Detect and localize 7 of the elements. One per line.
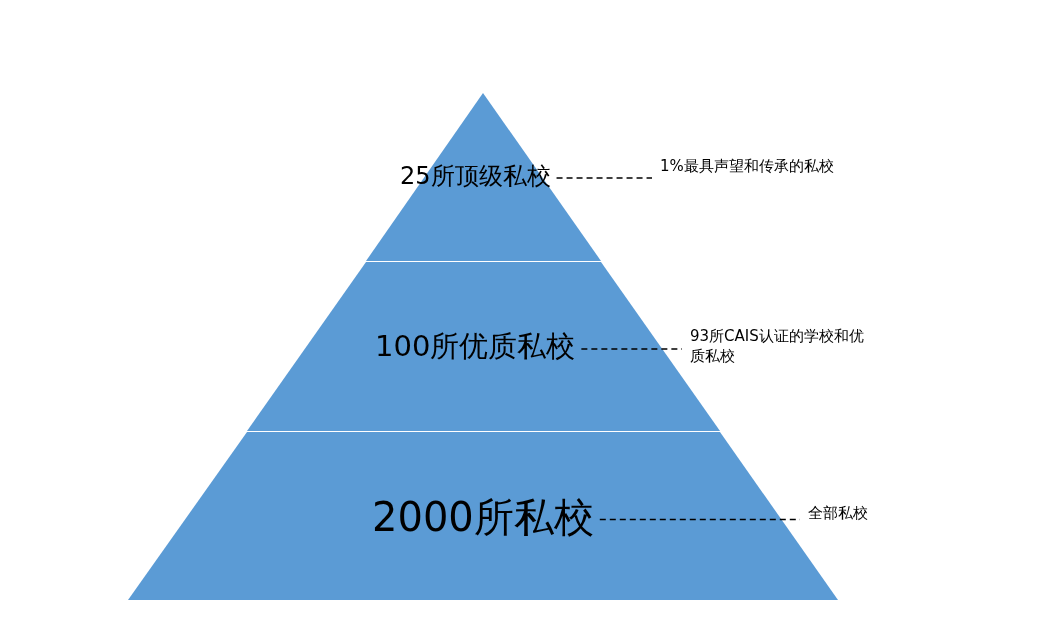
leader-line xyxy=(555,177,653,179)
tier-label: 2000所私校 xyxy=(372,493,594,542)
tier-label: 100所优质私校 xyxy=(375,328,576,365)
note-text: 93所CAIS认证的学校和优质私校 xyxy=(690,326,870,366)
note-text: 全部私校 xyxy=(808,503,908,523)
leader-line xyxy=(580,348,683,350)
note-text: 1%最具声望和传承的私校 xyxy=(660,156,850,176)
